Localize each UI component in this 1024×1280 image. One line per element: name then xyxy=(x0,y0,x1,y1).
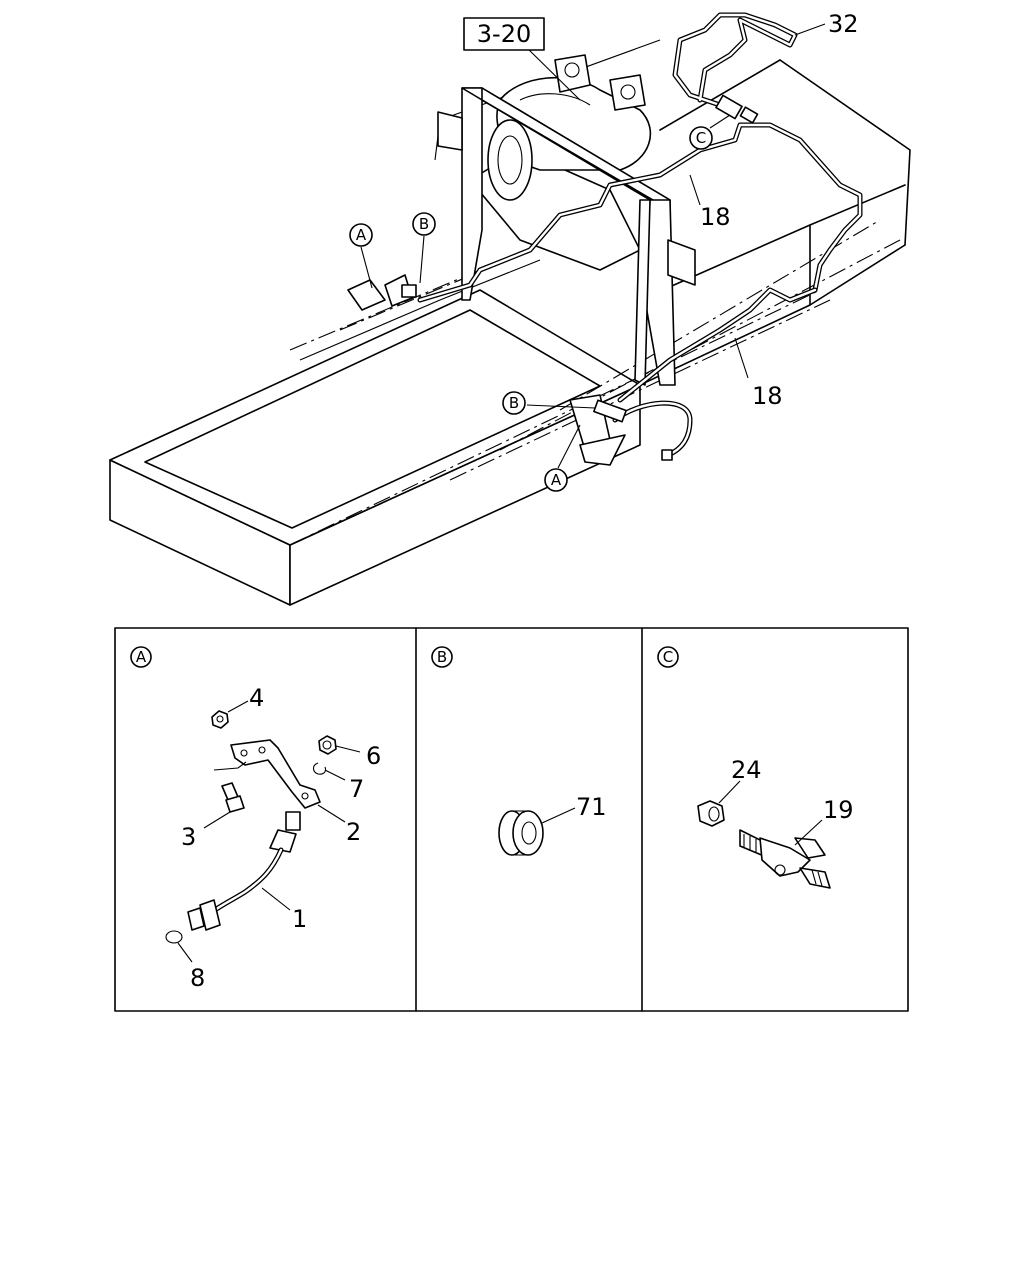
view-marker-a-upper-letter: A xyxy=(356,226,367,244)
part-6-nut[interactable] xyxy=(318,735,337,755)
callout-19[interactable]: 19 xyxy=(823,796,854,824)
brake-pipe-18-upper xyxy=(417,122,863,303)
callout-6[interactable]: 6 xyxy=(366,742,381,770)
panel-a-marker-letter: A xyxy=(136,648,147,666)
three-way-connector-main xyxy=(715,94,759,124)
view-marker-c-main[interactable]: C xyxy=(689,126,713,150)
reference-box-label: 3-20 xyxy=(477,20,531,48)
panel-a-marker: A xyxy=(130,646,152,668)
part-4-nut[interactable] xyxy=(211,710,229,729)
callout-18-lower[interactable]: 18 xyxy=(752,382,783,410)
panel-b-marker: B xyxy=(431,646,453,668)
callout-7[interactable]: 7 xyxy=(349,775,364,803)
part-1-brake-hose[interactable] xyxy=(187,811,301,931)
part-24-nut[interactable] xyxy=(697,800,725,827)
callout-24[interactable]: 24 xyxy=(731,756,762,784)
part-71-grommet[interactable] xyxy=(498,810,544,856)
flexible-hose-upper-left xyxy=(347,274,417,311)
detail-panels-frame xyxy=(114,627,909,1012)
chassis-frame xyxy=(109,39,911,606)
cross-member xyxy=(437,87,696,386)
view-marker-a-lower[interactable]: A xyxy=(544,468,568,492)
view-marker-b-upper[interactable]: B xyxy=(412,212,436,236)
panel-b-marker-letter: B xyxy=(437,648,447,666)
view-marker-b-upper-letter: B xyxy=(419,215,429,233)
detail-panel-c: C 24 19 xyxy=(657,646,854,889)
brake-pipe-18-lower xyxy=(617,287,818,403)
view-marker-b-lower[interactable]: B xyxy=(502,391,526,415)
reference-box[interactable]: 3-20 xyxy=(463,17,545,51)
leader-lines-main xyxy=(360,23,826,469)
callout-18-upper[interactable]: 18 xyxy=(700,203,731,231)
detail-panel-a: A 4 2 6 7 xyxy=(130,646,381,992)
view-marker-b-lower-letter: B xyxy=(509,394,519,412)
transmission-housing xyxy=(469,54,652,271)
flexible-hose-lower xyxy=(569,394,693,466)
part-2-bracket[interactable] xyxy=(213,739,321,809)
view-marker-a-lower-letter: A xyxy=(551,471,562,489)
view-marker-a-upper[interactable]: A xyxy=(349,223,373,247)
panel-c-marker: C xyxy=(657,646,679,668)
panel-c-marker-letter: C xyxy=(663,648,673,666)
callout-71[interactable]: 71 xyxy=(576,793,607,821)
callout-32[interactable]: 32 xyxy=(828,10,859,38)
detail-panel-b: B 71 xyxy=(431,646,607,856)
callout-8[interactable]: 8 xyxy=(190,964,205,992)
part-7-washer[interactable] xyxy=(312,762,327,775)
part-3-bolt[interactable] xyxy=(221,782,245,813)
callout-2[interactable]: 2 xyxy=(346,818,361,846)
callout-4[interactable]: 4 xyxy=(249,684,264,712)
part-19-three-way-connector[interactable] xyxy=(739,829,831,889)
brake-pipe-32 xyxy=(672,12,798,108)
part-8-o-ring[interactable] xyxy=(165,930,183,944)
callout-3[interactable]: 3 xyxy=(181,823,196,851)
callout-1[interactable]: 1 xyxy=(292,905,307,933)
view-marker-c-main-letter: C xyxy=(696,129,706,147)
